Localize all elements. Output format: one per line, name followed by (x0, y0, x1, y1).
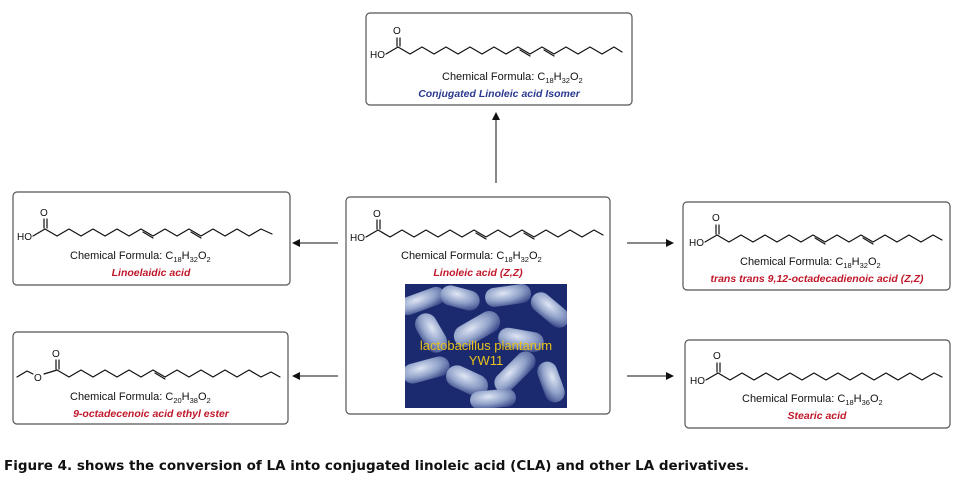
atom-o: O (40, 208, 48, 219)
atom-o: O (713, 351, 721, 362)
formula-ethyl-ester: Chemical Formula: C20H38O2 (70, 391, 211, 405)
structure-stearic: HO O (690, 351, 943, 387)
structure-linoelaidic: HO O (17, 208, 273, 243)
formula-cla-isomer: Chemical Formula: C18H32O2 (442, 71, 583, 85)
formula-linoleic: Chemical Formula: C18H32O2 (401, 250, 542, 264)
box-linoelaidic (12, 191, 291, 286)
atom-o: O (393, 26, 401, 37)
structure-ethyl-ester: O O (16, 349, 281, 384)
box-stearic (684, 339, 951, 429)
atom-o: O (373, 209, 381, 220)
bacteria-strain: YW11 (469, 353, 503, 368)
atom-o: O (712, 213, 720, 224)
atom-oh: HO (689, 238, 704, 249)
structure-cla-isomer: HO O (370, 26, 623, 61)
box-trans-trans (682, 201, 951, 291)
name-linoleic: Linoleic acid (Z,Z) (433, 267, 523, 279)
bacteria-micrograph: lactobacillus plantarum YW11 (405, 284, 567, 408)
box-ethyl-ester (12, 331, 289, 425)
formula-linoelaidic: Chemical Formula: C18H32O2 (70, 250, 211, 264)
atom-oh: HO (370, 50, 385, 61)
atom-o: O (52, 349, 60, 360)
name-ethyl-ester: 9-octadecenoic acid ethyl ester (73, 408, 230, 420)
name-cla-isomer: Conjugated Linoleic acid Isomer (418, 88, 581, 100)
atom-oh: HO (690, 376, 705, 387)
atom-oh: HO (17, 232, 32, 243)
atom-o: O (34, 373, 42, 384)
formula-trans-trans: Chemical Formula: C18H32O2 (740, 256, 881, 270)
structure-linoleic: HO O (350, 209, 604, 244)
structure-trans-trans: HO O (689, 213, 943, 249)
figure-caption: Figure 4. shows the conversion of LA int… (4, 458, 750, 474)
bacteria-name: lactobacillus plantarum (420, 338, 552, 353)
box-cla-isomer (365, 12, 633, 106)
formula-stearic: Chemical Formula: C18H36O2 (742, 393, 883, 407)
atom-oh: HO (350, 233, 365, 244)
name-stearic: Stearic acid (788, 410, 848, 422)
name-trans-trans: trans trans 9,12-octadecadienoic acid (Z… (711, 273, 924, 285)
name-linoelaidic: Linoelaidic acid (112, 267, 191, 279)
